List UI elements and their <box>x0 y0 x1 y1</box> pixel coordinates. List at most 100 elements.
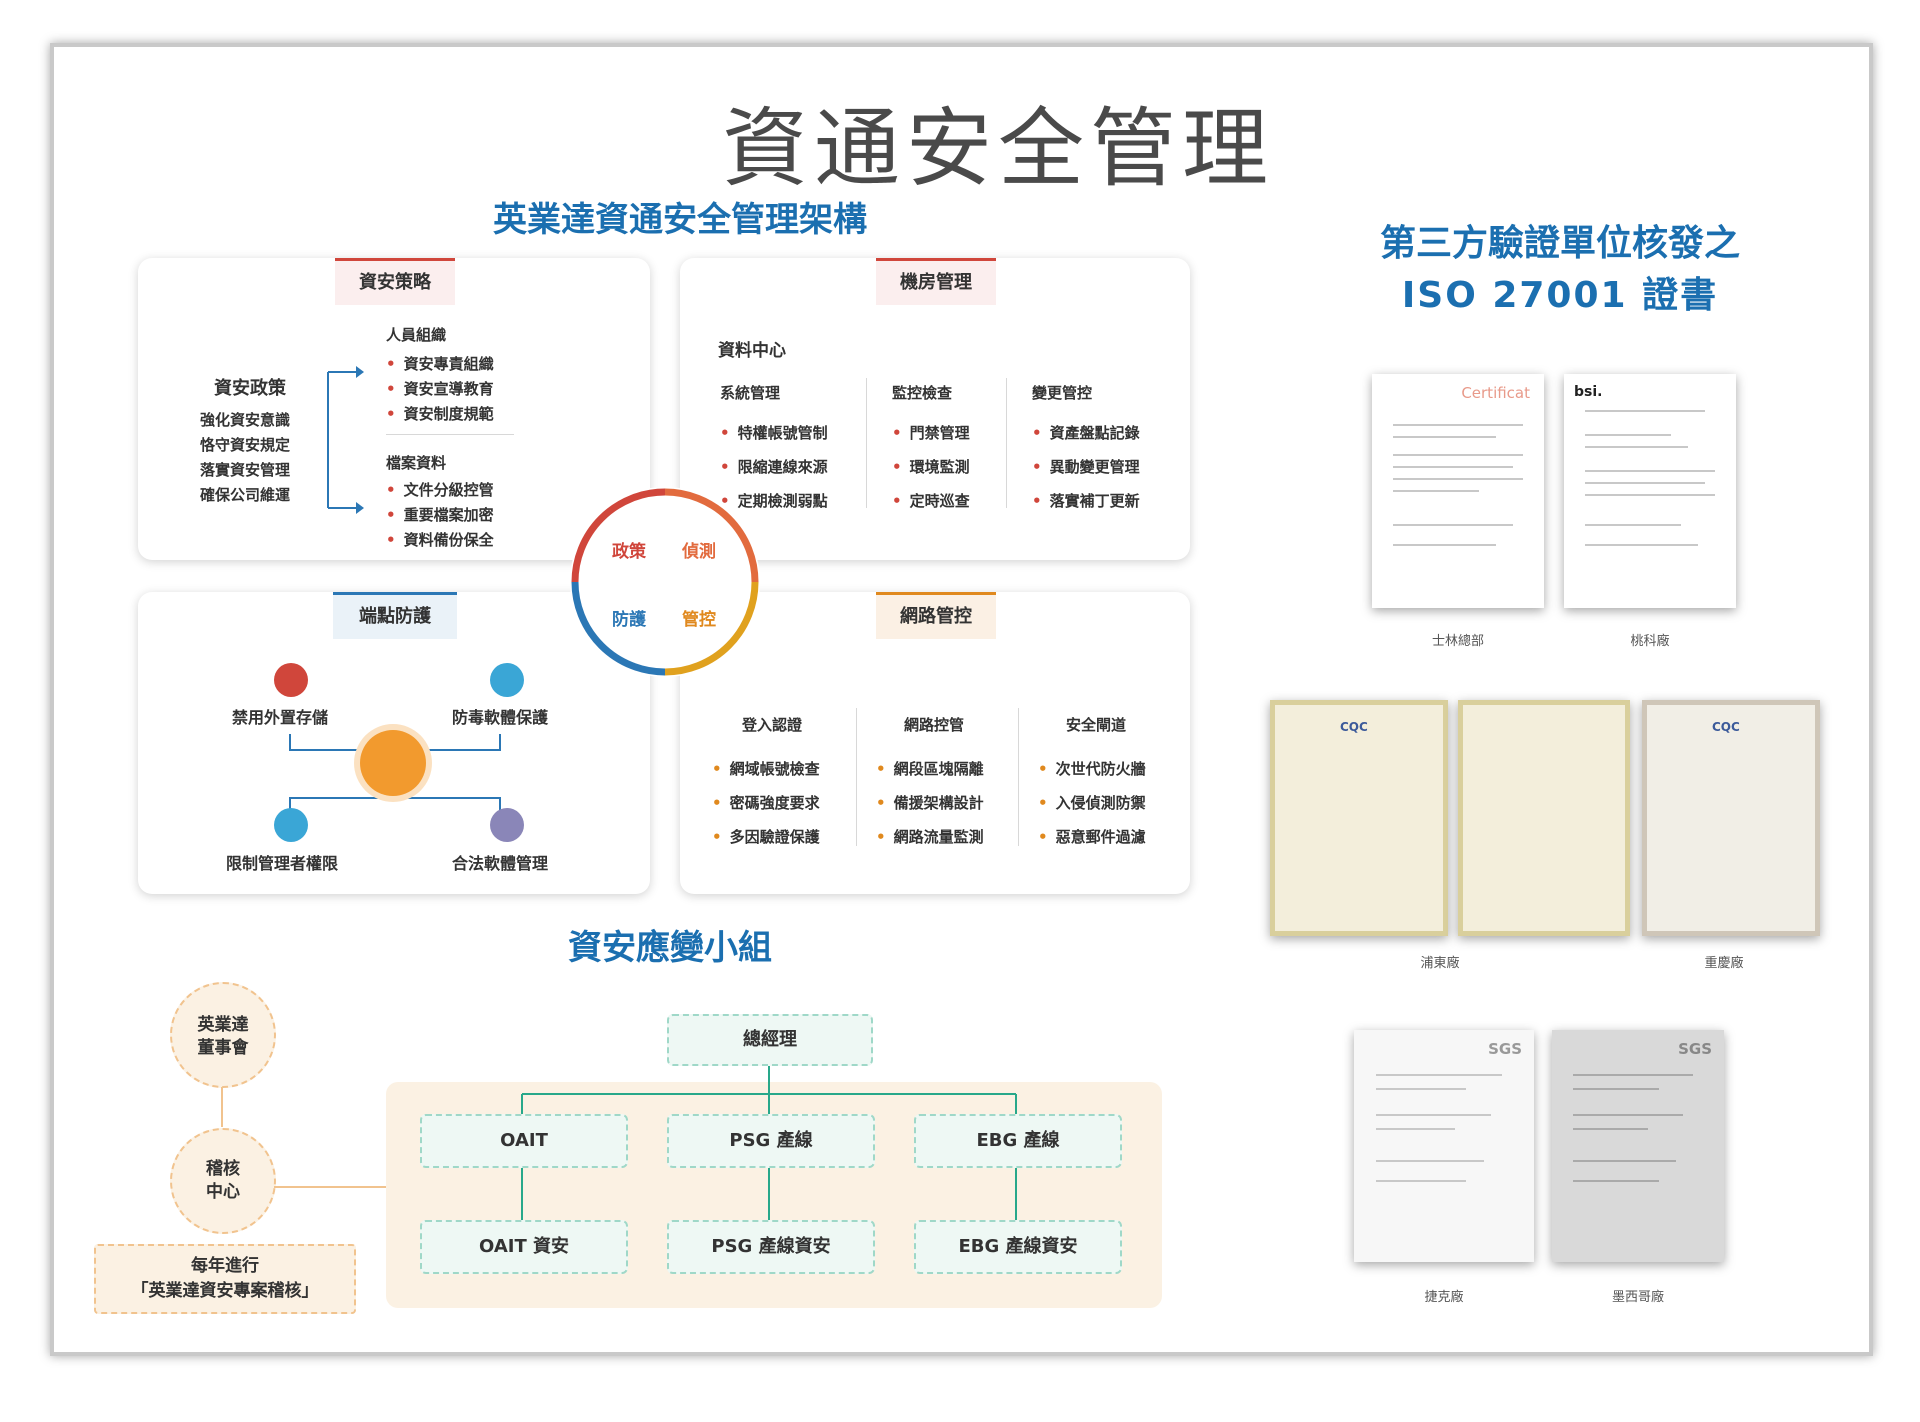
dc-col-items: 門禁管理 環境監測 定時巡查 <box>892 416 970 518</box>
cert-caption: 重慶廠 <box>1704 956 1744 971</box>
security-unit-node: EBG 產線資安 <box>914 1220 1122 1274</box>
audit-label: 稽核 中心 <box>206 1159 240 1202</box>
net-item: 網域帳號檢查 <box>712 752 820 786</box>
certificate-image: Certificat <box>1372 374 1544 608</box>
board-node: 英業達 董事會 <box>170 982 276 1088</box>
dc-item: 定時巡查 <box>892 484 970 518</box>
security-unit-node: PSG 產線資安 <box>667 1220 875 1274</box>
file-items: 文件分級控管 重要檔案加密 資料備份保全 <box>386 478 494 553</box>
board-label: 英業達 董事會 <box>197 1015 249 1058</box>
net-item: 入侵偵測防禦 <box>1038 786 1146 820</box>
dc-col-items: 特權帳號管制 限縮連線來源 定期檢測弱點 <box>720 416 828 518</box>
file-title: 檔案資料 <box>386 454 447 472</box>
net-col-items: 網段區塊隔離 備援架構設計 網路流量監測 <box>876 752 984 854</box>
net-col-items: 次世代防火牆 入侵偵測防禦 惡意郵件過濾 <box>1038 752 1146 854</box>
policy-bracket <box>327 366 364 514</box>
cert-heading-line1: 第三方驗證單位核發之 <box>1379 223 1740 264</box>
cert-header: CQC <box>1712 720 1740 734</box>
unit-node: EBG 產線 <box>914 1114 1122 1168</box>
policy-item: 落實資安管理 <box>200 461 291 479</box>
admin-restrict-icon <box>274 808 308 842</box>
net-item: 惡意郵件過濾 <box>1038 820 1146 854</box>
cert-caption: 浦東廠 <box>1420 956 1460 971</box>
dc-col-title: 監控檢查 <box>892 384 953 402</box>
page-title: 資通安全管理 <box>722 99 1274 199</box>
net-item: 網段區塊隔離 <box>876 752 984 786</box>
certificate-image: bsi. <box>1564 374 1736 608</box>
dc-item: 落實補丁更新 <box>1032 484 1140 518</box>
dc-item: 定期檢測弱點 <box>720 484 828 518</box>
org-connectors <box>521 1062 1017 1220</box>
endpoint-item: 防毒軟體保護 <box>452 708 549 727</box>
dc-col-items: 資產盤點記錄 異動變更管理 落實補丁更新 <box>1032 416 1140 518</box>
security-unit-node: OAIT 資安 <box>420 1220 628 1274</box>
divider <box>866 378 867 508</box>
security-cycle-ring <box>570 487 760 677</box>
ring-label-policy: 政策 <box>612 542 646 562</box>
cert-header: Certificat <box>1461 384 1530 402</box>
policy-item: 確保公司維運 <box>200 486 291 504</box>
net-item: 密碼強度要求 <box>712 786 820 820</box>
cert-header: SGS <box>1488 1040 1522 1058</box>
tab-network: 網路管控 <box>876 592 996 639</box>
cert-caption: 捷克廠 <box>1424 1290 1464 1305</box>
unit-node: OAIT <box>420 1114 628 1168</box>
divider <box>386 434 514 435</box>
ring-label-protect: 防護 <box>612 610 646 630</box>
dc-item: 門禁管理 <box>892 416 970 450</box>
net-item: 次世代防火牆 <box>1038 752 1146 786</box>
net-item: 網路流量監測 <box>876 820 984 854</box>
tab-strategy: 資安策略 <box>335 258 455 305</box>
unit-node: PSG 產線 <box>667 1114 875 1168</box>
people-item: 資安宣導教育 <box>386 377 494 402</box>
dc-item: 特權帳號管制 <box>720 416 828 450</box>
framework-heading: 英業達資通安全管理架構 <box>493 200 867 240</box>
dc-col-title: 系統管理 <box>720 384 781 402</box>
divider <box>856 708 857 846</box>
annual-audit-box: 每年進行 「英業達資安專案稽核」 <box>94 1244 356 1314</box>
ring-label-control: 管控 <box>682 610 716 630</box>
board-audit-line <box>221 1087 223 1127</box>
cert-caption: 桃科廠 <box>1630 634 1670 649</box>
cert-header: bsi. <box>1574 384 1603 400</box>
cert-header: SGS <box>1678 1040 1712 1058</box>
endpoint-item: 禁用外置存儲 <box>232 708 329 727</box>
tab-endpoint: 端點防護 <box>333 592 457 639</box>
policy-item: 強化資安意識 <box>200 411 291 429</box>
file-item: 文件分級控管 <box>386 478 494 503</box>
cert-caption: 士林總部 <box>1431 634 1484 649</box>
file-item: 資料備份保全 <box>386 528 494 553</box>
net-col-title: 登入認證 <box>742 716 803 734</box>
certificate-image: SGS <box>1354 1030 1534 1262</box>
file-item: 重要檔案加密 <box>386 503 494 528</box>
policy-title: 資安政策 <box>214 378 286 399</box>
center-gear-icon <box>360 730 426 796</box>
license-icon <box>490 808 524 842</box>
net-col-title: 安全閘道 <box>1066 716 1127 734</box>
storage-block-icon <box>274 663 308 697</box>
dc-col-title: 變更管控 <box>1032 384 1093 402</box>
dc-item: 限縮連線來源 <box>720 450 828 484</box>
gm-node: 總經理 <box>667 1014 873 1066</box>
dc-item: 資產盤點記錄 <box>1032 416 1140 450</box>
policy-items: 強化資安意識 恪守資安規定 落實資安管理 確保公司維運 <box>200 408 290 508</box>
people-title: 人員組織 <box>386 326 447 344</box>
net-item: 多因驗證保護 <box>712 820 820 854</box>
certificate-image: SGS <box>1552 1030 1724 1262</box>
audit-node: 稽核 中心 <box>170 1128 276 1234</box>
divider <box>1018 708 1019 846</box>
endpoint-item: 合法軟體管理 <box>452 854 549 873</box>
endpoint-item: 限制管理者權限 <box>226 854 339 873</box>
cert-header: CQC <box>1340 720 1368 734</box>
net-item: 備援架構設計 <box>876 786 984 820</box>
certificate-image <box>1642 700 1820 936</box>
response-team-heading: 資安應變小組 <box>568 928 772 968</box>
certificate-image <box>1458 700 1630 936</box>
certificate-image <box>1270 700 1448 936</box>
net-col-title: 網路控管 <box>904 716 965 734</box>
people-item: 資安制度規範 <box>386 402 494 427</box>
dc-item: 環境監測 <box>892 450 970 484</box>
people-items: 資安專責組織 資安宣導教育 資安制度規範 <box>386 352 494 427</box>
tab-datacenter: 機房管理 <box>876 258 996 305</box>
datacenter-title: 資料中心 <box>718 341 786 361</box>
